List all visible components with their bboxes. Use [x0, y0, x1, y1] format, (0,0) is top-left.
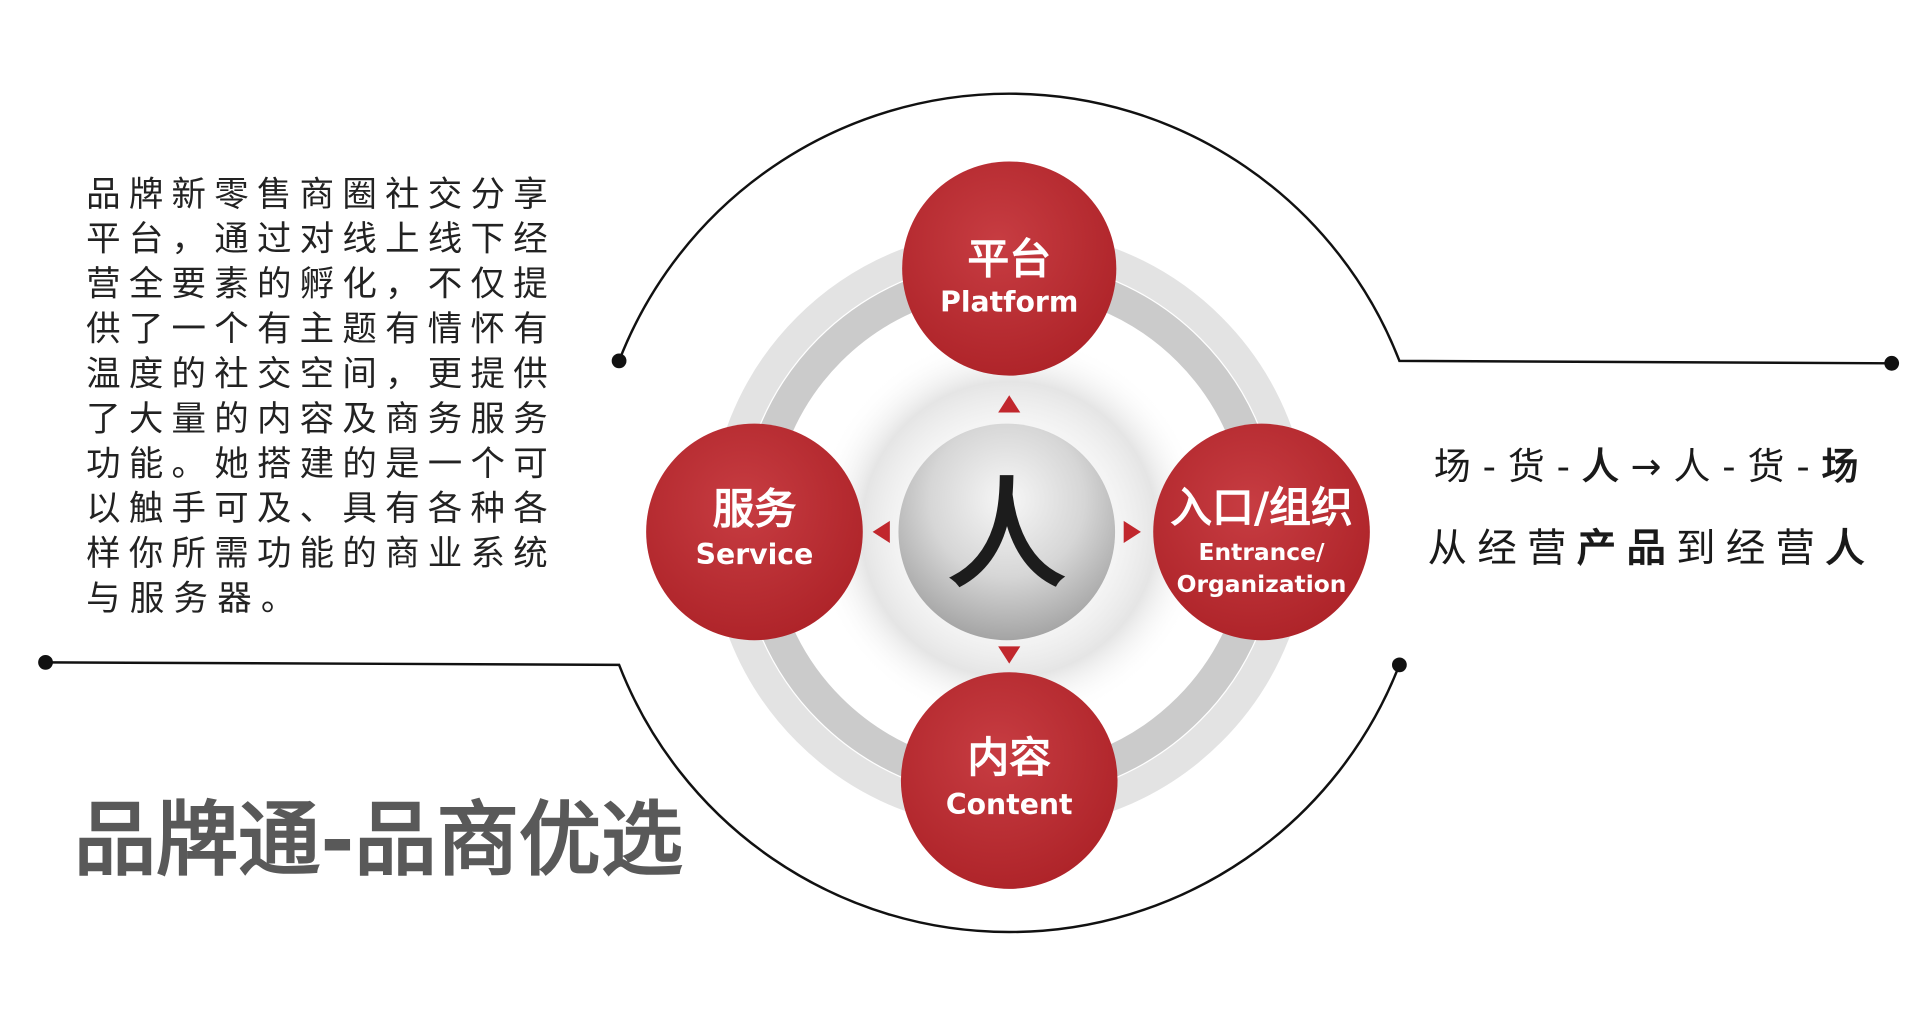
line-dot-top-left — [611, 353, 627, 369]
description-line: 平台，通过对线上线下经 — [86, 220, 548, 260]
description-line: 供了一个有主题有情怀有 — [86, 310, 548, 350]
node-platform-zh: 平台 — [967, 234, 1051, 283]
brand-title: 品牌通-品商优选 — [74, 794, 683, 888]
node-platform: 平台 Platform — [902, 161, 1117, 376]
center-node: 人 — [898, 423, 1116, 641]
node-service-zh: 服务 — [713, 484, 797, 533]
slogan-segment: 产品 — [1577, 525, 1666, 571]
description-line: 与服务器。 — [86, 579, 295, 619]
node-entrance-en-line2: Organization — [1177, 570, 1347, 598]
description-line: 以触手可及、具有各种各 — [86, 489, 548, 529]
node-entrance-en-line1: Entrance/ — [1199, 538, 1325, 566]
node-entrance-shade — [1153, 423, 1370, 641]
slogan-segment: 到经营 — [1676, 525, 1815, 571]
node-service-shade — [646, 423, 863, 641]
node-platform-en: Platform — [940, 286, 1078, 319]
node-content-shade — [900, 672, 1118, 889]
slogan-line-2: 从经营产品到经营人 — [1428, 525, 1866, 571]
center-label: 人 — [948, 466, 1066, 604]
slogan-segment: 场-货- — [1434, 445, 1570, 488]
arrow-left-icon — [872, 520, 890, 543]
node-entrance-zh: 入口/组织 — [1170, 483, 1353, 532]
line-dot-bottom-left — [38, 655, 53, 670]
slogan-segment: 人 — [1825, 525, 1865, 571]
node-platform-shade — [902, 161, 1117, 376]
slogan-segment: 从经营 — [1428, 525, 1567, 571]
slogan-segment: 场 — [1822, 445, 1859, 488]
arrow-right-icon — [1123, 520, 1141, 543]
arrow-up-icon — [998, 395, 1021, 413]
node-entrance: 入口/组织 Entrance/ Organization — [1153, 423, 1370, 641]
slogan-line-1: 场-货- 人 →人-货- 场 — [1434, 445, 1859, 488]
node-service-en: Service — [696, 538, 814, 571]
top-arc-line — [617, 92, 1892, 365]
node-service: 服务 Service — [646, 423, 863, 641]
direction-arrows — [872, 395, 1141, 664]
description-line: 品牌新零售商圈社交分享 — [86, 175, 548, 215]
slogan-segment: 人 — [1582, 445, 1619, 488]
description-line: 了大量的内容及商务服务 — [86, 399, 548, 439]
slogan-segment: →人-货- — [1631, 445, 1810, 488]
description-line: 功能。她搭建的是一个可 — [86, 444, 548, 484]
node-content-en: Content — [946, 788, 1073, 821]
description-line: 样你所需功能的商业系统 — [86, 534, 548, 574]
node-content: 内容 Content — [900, 672, 1118, 889]
bottom-arc-line — [45, 661, 1401, 934]
arrow-down-icon — [998, 646, 1021, 664]
center-sphere — [898, 423, 1116, 641]
description-paragraph: 品牌新零售商圈社交分享 平台，通过对线上线下经 营全要素的孵化，不仅提 供了一个… — [86, 175, 548, 619]
connector-lines — [38, 92, 1900, 934]
node-content-zh: 内容 — [967, 733, 1051, 782]
slogan: 场-货-人→人-货-场 从经营产品到经营人 — [1428, 445, 1866, 571]
line-dot-bottom-right — [1392, 657, 1407, 673]
description-line: 温度的社交空间，更提供 — [86, 354, 548, 394]
line-dot-top-right — [1884, 355, 1900, 371]
description-line: 营全要素的孵化，不仅提 — [86, 265, 548, 305]
